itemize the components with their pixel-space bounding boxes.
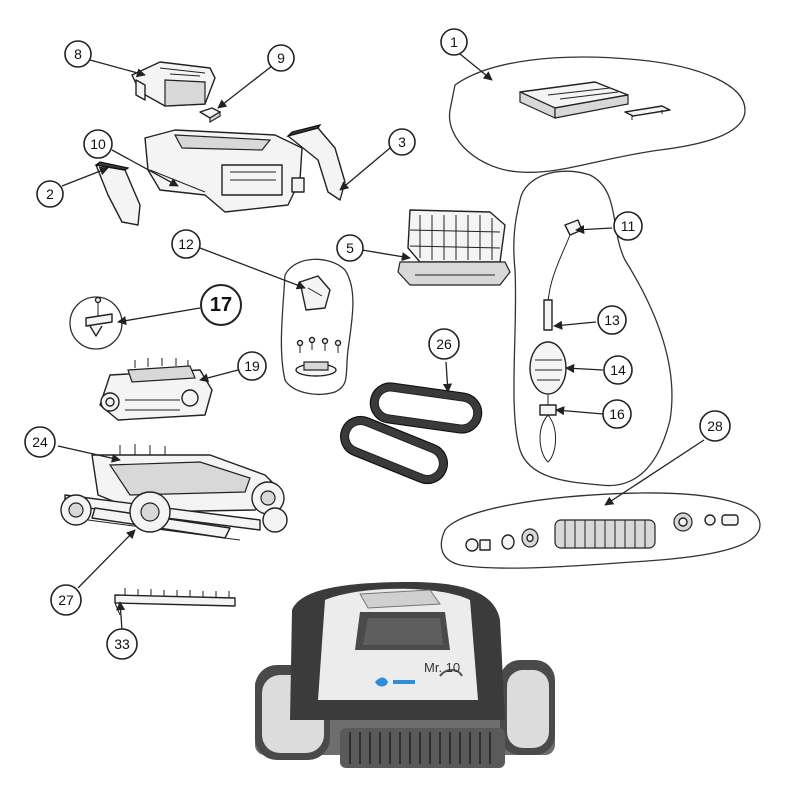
- leader-17: [117, 307, 201, 326]
- group-outline-1: [448, 56, 746, 174]
- svg-text:10: 10: [90, 136, 106, 152]
- part-side-panel-left: [94, 161, 141, 226]
- part-top-handle: [131, 61, 216, 107]
- callout-14: 14: [603, 355, 633, 385]
- svg-text:26: 26: [436, 336, 452, 352]
- svg-text:13: 13: [604, 312, 620, 328]
- svg-text:14: 14: [610, 362, 626, 378]
- svg-text:33: 33: [114, 636, 130, 652]
- callout-5: 5: [336, 234, 364, 262]
- part-side-panel-right: [285, 124, 346, 201]
- svg-text:8: 8: [74, 46, 82, 62]
- svg-text:11: 11: [621, 218, 636, 234]
- leader-27: [77, 529, 136, 589]
- product-robot-image: [255, 582, 555, 768]
- part-rubber-strip: [114, 588, 236, 616]
- svg-text:3: 3: [398, 134, 406, 150]
- svg-text:5: 5: [346, 240, 354, 256]
- svg-text:9: 9: [277, 50, 285, 66]
- leader-26: [442, 361, 452, 393]
- leader-1: [459, 53, 493, 81]
- leader-16: [555, 406, 604, 416]
- leader-14: [565, 363, 604, 373]
- callout-26: 26: [428, 328, 460, 360]
- part-filter-basket: [397, 209, 511, 286]
- group-outline-28: [440, 492, 761, 569]
- callout-1: 1: [440, 28, 468, 56]
- leader-12: [199, 247, 306, 290]
- callout-10: 10: [83, 129, 113, 159]
- svg-text:12: 12: [178, 236, 194, 252]
- part-motor-unit: [99, 358, 213, 421]
- leader-19: [199, 369, 239, 383]
- part-screw-clip: [85, 296, 113, 337]
- part-filter-cover: [519, 81, 671, 120]
- part-power-cable: [529, 219, 583, 463]
- svg-text:2: 2: [46, 186, 54, 202]
- leader-5: [361, 249, 411, 262]
- part-impeller-set: [295, 275, 342, 377]
- callout-24: 24: [24, 426, 56, 458]
- callout-33: 33: [106, 628, 138, 660]
- product-model-label: Mr. 10: [424, 660, 460, 675]
- leader-11: [575, 225, 613, 235]
- part-tracks: [340, 382, 483, 485]
- part-small-clip: [199, 107, 221, 124]
- callout-11: 11: [613, 211, 643, 241]
- group-outline-12: [280, 258, 354, 395]
- leader-24: [57, 445, 121, 463]
- callout-12: 12: [171, 229, 201, 259]
- leader-9: [217, 65, 273, 109]
- leader-2: [61, 166, 109, 187]
- callout-13: 13: [597, 305, 627, 335]
- callout-27: 27: [50, 584, 82, 616]
- svg-text:16: 16: [609, 406, 625, 422]
- callout-2: 2: [36, 180, 64, 208]
- leader-28: [604, 439, 705, 506]
- part-chassis: [60, 444, 288, 541]
- part-main-housing: [144, 129, 305, 213]
- leader-10: [111, 149, 179, 187]
- callout-9: 9: [267, 44, 295, 72]
- leader-8: [89, 59, 146, 78]
- svg-text:24: 24: [32, 434, 48, 450]
- callout-16: 16: [602, 399, 632, 429]
- svg-text:1: 1: [450, 34, 458, 50]
- part-brush-assembly: [465, 512, 739, 552]
- callout-3: 3: [388, 128, 416, 156]
- group-outline-hose: [513, 170, 673, 487]
- leader-33: [116, 601, 126, 631]
- leader-13: [553, 320, 597, 330]
- callout-28: 28: [699, 410, 731, 442]
- callout-17: 17: [200, 284, 242, 326]
- callout-8: 8: [64, 40, 92, 68]
- callout-19: 19: [237, 351, 267, 381]
- svg-text:27: 27: [58, 592, 74, 608]
- svg-text:17: 17: [210, 294, 232, 316]
- leader-3: [339, 147, 391, 191]
- svg-text:19: 19: [244, 358, 260, 374]
- svg-text:28: 28: [707, 418, 723, 434]
